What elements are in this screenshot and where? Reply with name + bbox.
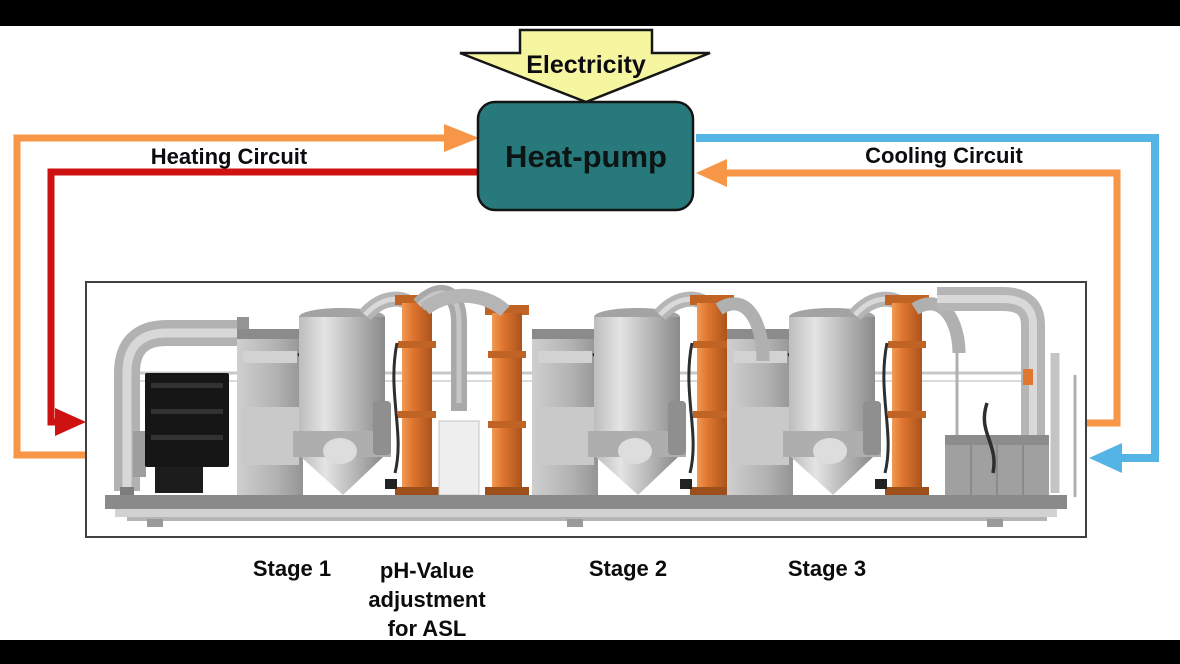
exhaust-elbow: [715, 297, 770, 362]
cooling-circuit-label: Cooling Circuit: [865, 143, 1023, 168]
feed-section: [114, 317, 249, 497]
electricity-arrow: [459, 28, 711, 104]
letterbox-bottom: [0, 640, 1180, 664]
cooling-supply-arrowhead: [1089, 443, 1122, 473]
heating-return-line: [47, 168, 478, 426]
plant-render: [105, 284, 1077, 527]
exhaust-elbow: [911, 297, 966, 354]
stage-2-module: [532, 295, 734, 495]
cooling-supply-line: [696, 134, 1159, 462]
ph-adjustment-label-line1: pH-Value: [379, 558, 475, 583]
ph-adjustment-label-line2: adjustment: [368, 587, 486, 612]
heat-pump-label: Heat-pump: [505, 139, 667, 174]
heat-pump-block: [476, 100, 695, 212]
ph-adjustment-label-line3: for ASL: [387, 616, 467, 641]
heating-return-arrowhead: [55, 408, 86, 436]
cooling-return-line: [727, 169, 1121, 427]
plant-render-frame: [85, 281, 1087, 538]
exhaust-section: [937, 287, 1077, 497]
heating-supply-line: [13, 134, 444, 459]
skid-base: [105, 495, 1067, 527]
heating-circuit-label: Heating Circuit: [150, 144, 308, 169]
stage-3-label: Stage 3: [787, 556, 867, 581]
ph-adjustment-unit: [413, 284, 529, 496]
stage-1-label: Stage 1: [252, 556, 332, 581]
heating-supply-arrowhead: [444, 124, 479, 152]
electricity-label: Electricity: [526, 51, 646, 79]
stage-2-label: Stage 2: [588, 556, 668, 581]
stage-1-module: [237, 295, 439, 495]
letterbox-top: [0, 0, 1180, 26]
ph-adjustment-label: pH-Value adjustment for ASL: [368, 556, 485, 643]
cooling-return-arrowhead: [696, 159, 727, 187]
